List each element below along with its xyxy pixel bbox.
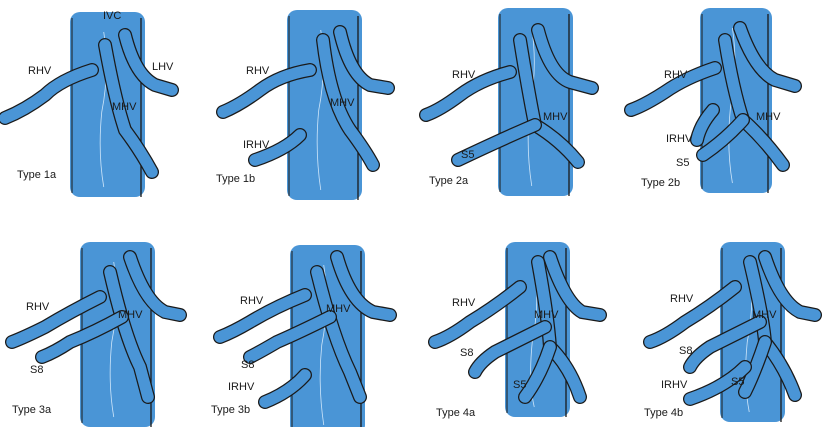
rhv-branch <box>0 64 98 124</box>
label-s8: S8 <box>241 359 254 371</box>
s5-branch <box>452 119 541 166</box>
label-rhv: RHV <box>28 65 52 77</box>
panel-type-label: Type 3a <box>12 404 52 416</box>
irhv-branch <box>259 369 311 408</box>
rhv-branch <box>625 62 721 116</box>
label-rhv: RHV <box>670 293 694 305</box>
rhv-branch <box>217 64 316 118</box>
panel-type-label: Type 2a <box>429 175 469 187</box>
lhv-branch <box>119 29 178 96</box>
rhv-branch <box>429 281 526 348</box>
label-rhv: RHV <box>26 301 50 313</box>
label-ivc: IVC <box>103 10 121 22</box>
s5-branch <box>739 336 771 398</box>
label-mhv: MHV <box>534 309 559 321</box>
mhv-branch <box>311 266 366 403</box>
label-s5: S5 <box>513 379 526 391</box>
rhv-branch <box>214 289 311 343</box>
label-irhv: IRHV <box>228 381 255 393</box>
lhv-branch <box>544 251 606 321</box>
s8-branch <box>36 311 128 363</box>
label-rhv: RHV <box>452 297 476 309</box>
mhv-branch <box>104 266 154 403</box>
label-s5: S5 <box>731 376 744 388</box>
label-s8: S8 <box>679 345 692 357</box>
irhv-branch <box>249 129 306 166</box>
label-mhv: MHV <box>756 111 781 123</box>
label-s5: S5 <box>676 157 689 169</box>
rhv-branch <box>420 66 516 121</box>
irhv-branch <box>684 361 751 405</box>
irhv-branch <box>691 104 719 146</box>
mhv-branch <box>99 39 158 178</box>
lhv-branch <box>334 26 394 94</box>
label-s8: S8 <box>30 364 43 376</box>
label-mhv: MHV <box>112 101 137 113</box>
label-mhv: MHV <box>330 97 355 109</box>
lhv-branch <box>331 251 396 321</box>
label-s5: S5 <box>461 149 474 161</box>
panel-type-label: Type 3b <box>211 404 250 416</box>
mhv-branch <box>317 34 379 171</box>
label-s8: S8 <box>460 347 473 359</box>
s5-branch <box>697 114 749 161</box>
s8-branch <box>244 311 336 363</box>
panel-type-label: Type 4a <box>436 407 476 419</box>
label-rhv: RHV <box>664 69 688 81</box>
ivc-highlight <box>728 27 736 184</box>
label-lhv: LHV <box>152 61 174 73</box>
label-mhv: MHV <box>752 309 777 321</box>
label-irhv: IRHV <box>661 379 688 391</box>
lhv-branch <box>532 24 598 94</box>
panel-type-label: Type 1b <box>216 173 255 185</box>
panel-type-label: Type 4b <box>644 407 683 419</box>
rhv-branch <box>6 291 106 348</box>
s8-branch <box>684 316 766 373</box>
label-rhv: RHV <box>452 69 476 81</box>
lhv-branch <box>734 22 801 92</box>
label-irhv: IRHV <box>666 133 693 145</box>
label-mhv: MHV <box>118 309 143 321</box>
s5-branch <box>519 341 556 403</box>
s8-branch <box>469 321 551 378</box>
label-mhv: MHV <box>326 303 351 315</box>
label-mhv: MHV <box>543 111 568 123</box>
label-rhv: RHV <box>240 295 264 307</box>
lhv-branch <box>759 251 821 321</box>
lhv-branch <box>124 251 186 321</box>
panel-type-label: Type 1a <box>17 169 57 181</box>
panel-type-label: Type 2b <box>641 177 680 189</box>
label-rhv: RHV <box>246 65 270 77</box>
rhv-branch <box>644 281 741 348</box>
label-irhv: IRHV <box>243 139 270 151</box>
